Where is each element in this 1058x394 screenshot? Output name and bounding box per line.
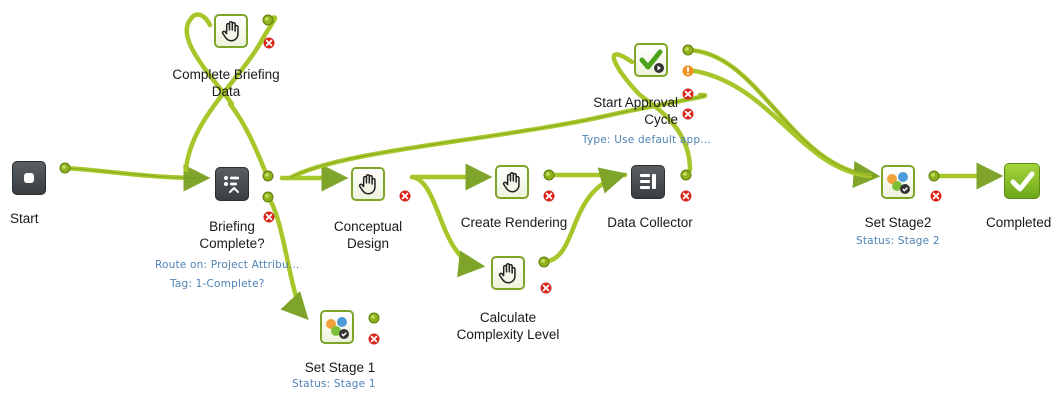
hand-icon xyxy=(491,256,525,290)
hand-icon xyxy=(351,167,385,201)
checkmark-icon xyxy=(1004,163,1040,199)
stage2-error-port xyxy=(930,190,942,202)
rendering-out-port xyxy=(543,169,555,181)
square-dot-icon xyxy=(12,161,46,195)
hand-icon xyxy=(214,14,248,48)
router-list-icon xyxy=(215,167,249,201)
briefing-tag-meta: Tag: 1-Complete? xyxy=(170,278,265,290)
edge-approval-stage2 xyxy=(683,47,881,188)
complexity-out-port xyxy=(538,256,550,268)
stage2-status-meta: Status: Stage 2 xyxy=(856,235,940,247)
node-data-collector-label: Data Collector xyxy=(607,215,693,230)
edge-approval-loop xyxy=(611,52,693,173)
node-conceptual-design-label: Conceptual Design xyxy=(333,219,403,251)
edge-approval-stage2-b xyxy=(685,67,873,179)
briefing-route-meta: Route on: Project Attribu... xyxy=(155,259,300,271)
stage1-status-meta: Status: Stage 1 xyxy=(292,378,376,390)
complete-briefing-error-port xyxy=(263,37,275,49)
approval-out-port xyxy=(682,44,694,56)
edge-briefing-setstage1 xyxy=(265,194,309,320)
node-completed-label: Completed xyxy=(986,215,1052,230)
complete-briefing-out-port xyxy=(262,14,274,26)
hand-icon xyxy=(495,165,529,199)
node-set-stage1-label: Set Stage 1 xyxy=(304,360,376,375)
stage1-error-port xyxy=(368,333,380,345)
stage-people-icon xyxy=(881,165,915,199)
edge-loop-complete-briefing xyxy=(183,12,278,173)
data-error-port xyxy=(680,190,692,202)
stage1-out-port xyxy=(368,312,380,324)
approval-warning-port xyxy=(682,65,694,77)
data-collector-icon xyxy=(631,165,665,199)
node-start-approval-label: Start Approval Cycle xyxy=(593,95,678,127)
stage-people-icon xyxy=(320,310,354,344)
stage2-out-port xyxy=(928,170,940,182)
start-out-port xyxy=(59,162,71,174)
node-set-stage2-label: Set Stage2 xyxy=(864,215,932,230)
approval-error-port-1 xyxy=(682,88,694,100)
node-start-label: Start xyxy=(10,211,39,226)
node-complete-briefing-label: Complete Briefing Data xyxy=(172,67,280,99)
edge-complexity-data xyxy=(539,167,628,265)
data-out-port xyxy=(680,169,692,181)
briefing-out-port-1 xyxy=(262,170,274,182)
approval-check-icon xyxy=(634,43,668,77)
edge-conceptual-complexity xyxy=(409,174,486,278)
node-create-rendering-label: Create Rendering xyxy=(460,215,568,230)
complexity-error-port xyxy=(540,282,552,294)
briefing-out-port-2 xyxy=(262,191,274,203)
rendering-error-port xyxy=(543,190,555,202)
node-briefing-complete-label: Briefing Complete? xyxy=(199,219,265,251)
conceptual-error-port xyxy=(399,190,411,202)
approval-error-port-2 xyxy=(682,108,694,120)
approval-type-meta: Type: Use default app... xyxy=(582,134,711,146)
node-calculate-complexity-label: Calculate Complexity Level xyxy=(456,310,560,342)
